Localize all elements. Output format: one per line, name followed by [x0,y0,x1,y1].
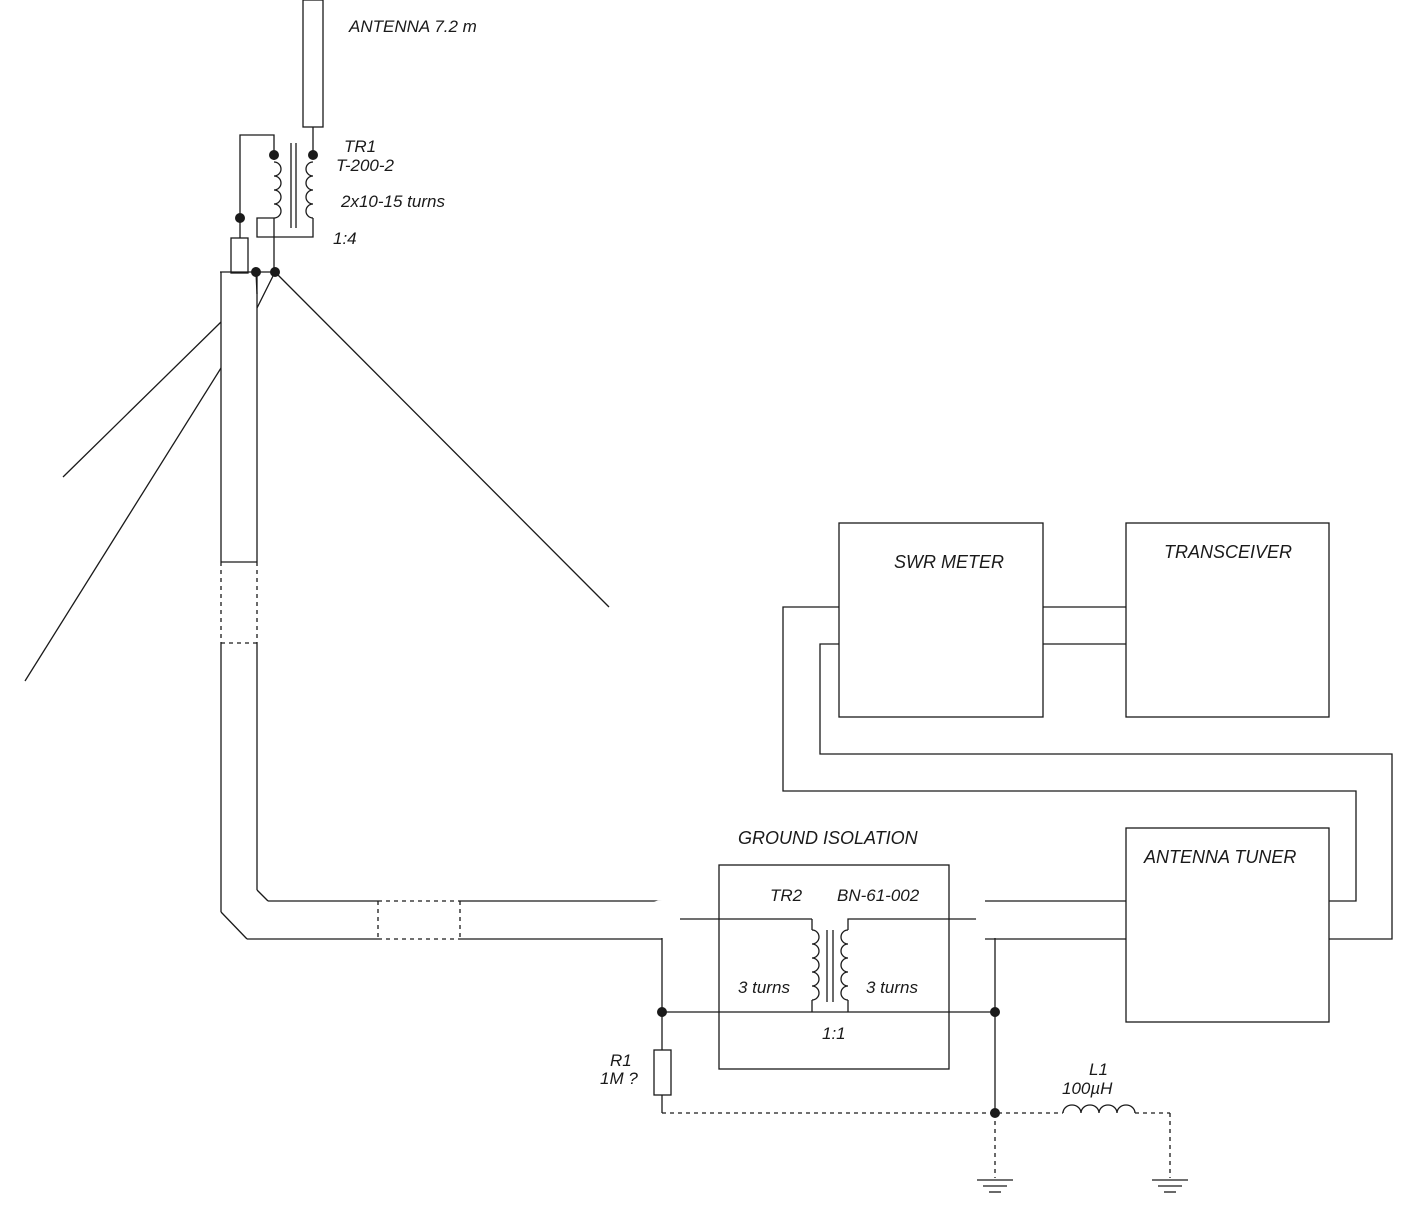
swr-meter-label: SWR METER [894,552,1004,572]
r1-resistor [653,1049,672,1096]
coax-feedline [220,272,662,940]
l1-inductor [1062,1104,1136,1114]
ground-icon [977,1179,1013,1193]
tr2-name-label: TR2 [770,886,803,905]
swr-meter-box [838,522,1044,718]
transceiver-label: TRANSCEIVER [1164,542,1293,562]
coax-connector-left [643,900,681,938]
antenna-tuner-label: ANTENNA TUNER [1144,847,1297,867]
transceiver-box [1125,522,1330,718]
antenna-tuner-box [1125,827,1330,1023]
ground-isolation-label: GROUND ISOLATION [738,828,918,848]
tr1-ratio-label: 1:4 [333,229,357,248]
tr2-turns-right-label: 3 turns [866,978,918,997]
feed-stub [230,237,249,274]
tr1-transformer [235,134,318,272]
tr1-core-label: T-200-2 [336,156,394,175]
antenna-element [302,0,324,128]
ground-isolation-box [718,864,950,1070]
ground-icon [1152,1179,1188,1193]
r1-value-label: 1M ? [600,1069,638,1088]
tr2-transformer [811,918,979,1012]
r1-name-label: R1 [610,1051,632,1070]
tr2-core-label: BN-61-002 [837,886,920,905]
tr1-name-label: TR1 [344,137,377,156]
tr2-ratio-label: 1:1 [822,1024,846,1043]
l1-value-label: 100µH [1062,1079,1113,1098]
antenna-label: ANTENNA 7.2 m [349,17,477,36]
tr2-turns-left-label: 3 turns [738,978,790,997]
l1-name-label: L1 [1089,1060,1108,1079]
coax-connector-right [976,900,1014,938]
radials [24,271,610,682]
tr1-turns-label: 2x10-15 turns [341,192,445,211]
swr-tuner-coax [782,606,1393,940]
